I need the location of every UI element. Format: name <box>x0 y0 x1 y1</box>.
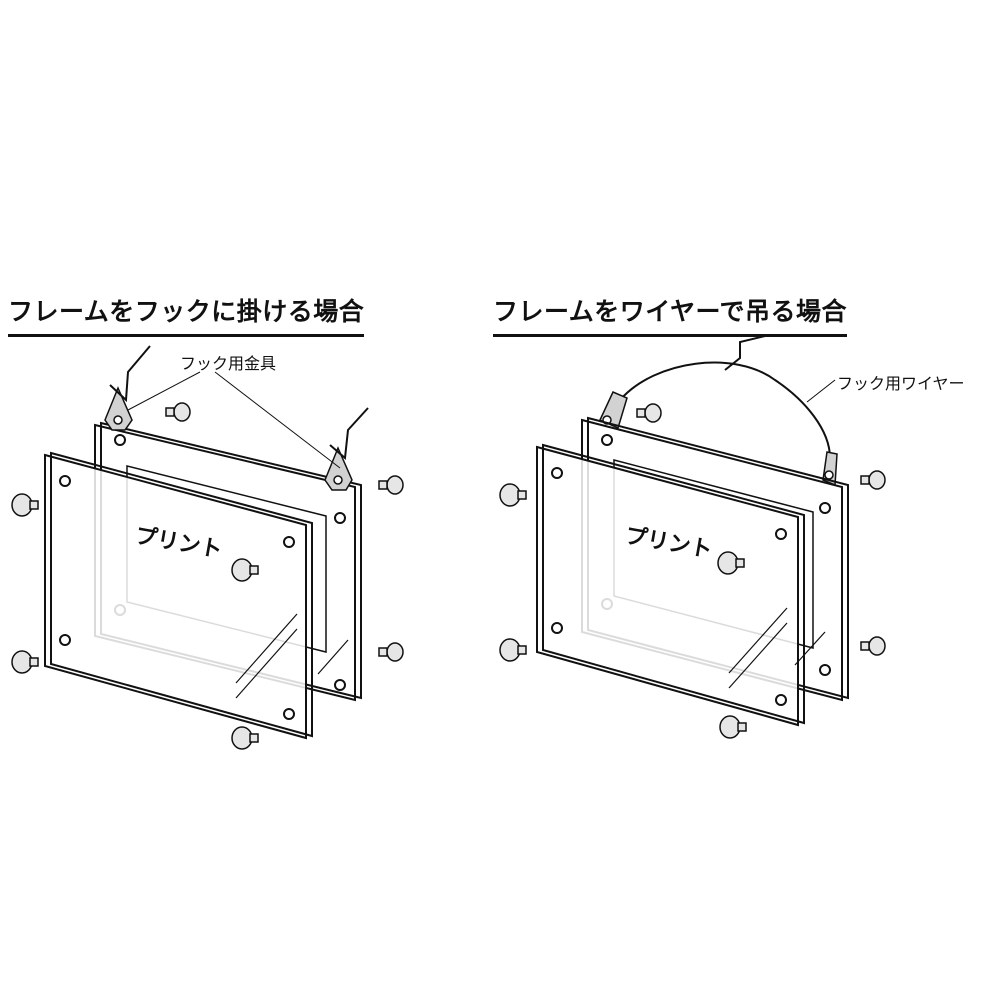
screws <box>11 402 404 750</box>
hanging-wire <box>619 335 831 459</box>
hook-method-title: フレームをフックに掛ける場合 <box>8 292 365 337</box>
hook-bracket-callout: フック用金具 <box>180 354 277 373</box>
callout-leader <box>127 371 341 469</box>
screw-icon <box>11 650 39 674</box>
screw-icon <box>719 715 747 739</box>
screw-icon <box>165 402 191 422</box>
front-acrylic-plate <box>44 451 349 740</box>
hook-method-diagram <box>11 345 404 750</box>
screw-icon <box>378 475 404 495</box>
front-acrylic-plate <box>536 443 826 727</box>
screw-icon <box>499 483 527 507</box>
wire-method-title: フレームをワイヤーで吊る場合 <box>493 292 848 337</box>
screws <box>499 403 886 739</box>
callout-leader <box>806 379 836 403</box>
wire-callout: フック用ワイヤー <box>837 374 965 393</box>
screw-icon <box>860 470 886 490</box>
hook-bracket-left <box>104 386 133 431</box>
wire-fitting-right <box>822 451 838 487</box>
hook-bracket-right <box>324 446 353 491</box>
screw-icon <box>11 493 39 517</box>
screw-icon <box>860 636 886 656</box>
hook-right <box>329 407 369 461</box>
screw-icon <box>636 403 662 423</box>
hook-method-panel: フレームをフックに掛ける場合 <box>0 280 500 760</box>
wire-method-diagram <box>499 335 886 739</box>
screw-icon <box>717 551 745 575</box>
screw-icon <box>499 638 527 662</box>
screw-icon <box>231 726 259 750</box>
screw-icon <box>378 642 404 662</box>
hook-left <box>109 345 151 403</box>
screw-icon <box>231 558 259 582</box>
wire-method-panel: フレームをワイヤーで吊る場合 <box>485 280 985 760</box>
